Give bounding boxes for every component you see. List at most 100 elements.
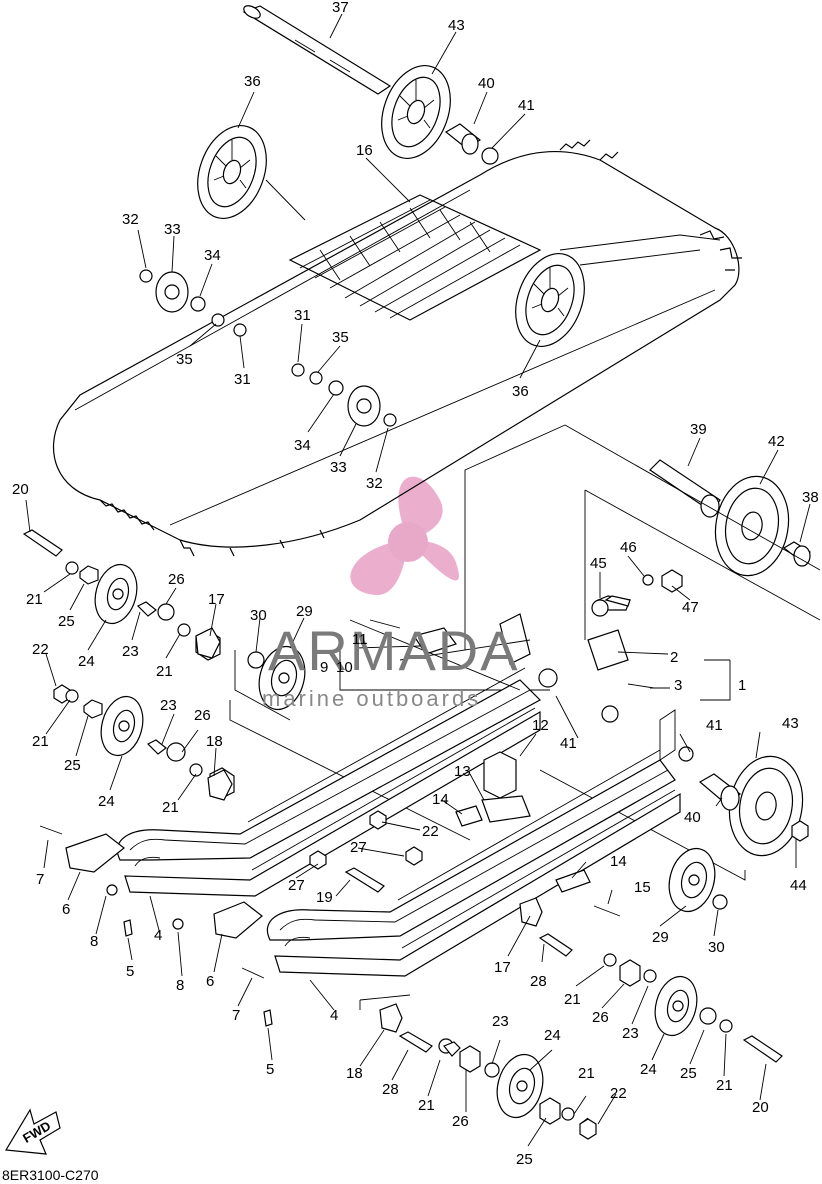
callout-7: 7 bbox=[232, 1007, 240, 1024]
pivot-bracket-12-13 bbox=[455, 751, 591, 893]
callout-22: 22 bbox=[32, 641, 49, 658]
callout-23: 23 bbox=[122, 643, 139, 660]
callout-28: 28 bbox=[382, 1081, 399, 1098]
callout-43: 43 bbox=[448, 17, 465, 34]
callout-17: 17 bbox=[494, 959, 511, 976]
watermark-brand: ARMADA bbox=[268, 619, 520, 682]
callout-24: 24 bbox=[98, 793, 115, 810]
callout-21: 21 bbox=[32, 733, 49, 750]
callout-26: 26 bbox=[452, 1113, 469, 1130]
wheel-29-right bbox=[668, 847, 716, 913]
callout-20: 20 bbox=[752, 1099, 769, 1116]
callout-34: 34 bbox=[294, 437, 311, 454]
shaft-39 bbox=[649, 459, 721, 518]
callout-18: 18 bbox=[206, 733, 223, 750]
callout-26: 26 bbox=[592, 1009, 609, 1026]
callout-4: 4 bbox=[154, 927, 162, 944]
collar-40-top bbox=[444, 123, 482, 155]
callout-19: 19 bbox=[316, 889, 333, 906]
callout-27: 27 bbox=[350, 839, 367, 856]
callout-46: 46 bbox=[620, 539, 637, 556]
callout-22: 22 bbox=[610, 1085, 627, 1102]
callout-22: 22 bbox=[422, 823, 439, 840]
slide-rail-right bbox=[266, 709, 681, 977]
callout-24: 24 bbox=[78, 653, 95, 670]
callout-30: 30 bbox=[708, 939, 725, 956]
fwd-arrow-icon: FWD bbox=[4, 1108, 61, 1155]
callout-8: 8 bbox=[90, 933, 98, 950]
callout-17: 17 bbox=[208, 591, 225, 608]
wheel-29-left bbox=[258, 645, 306, 711]
callout-35: 35 bbox=[176, 351, 193, 368]
wheel-24-mid bbox=[100, 695, 144, 757]
callout-43: 43 bbox=[782, 715, 799, 732]
callout-7: 7 bbox=[36, 871, 44, 888]
callout-41: 41 bbox=[518, 97, 535, 114]
callout-15: 15 bbox=[634, 879, 651, 896]
callout-29: 29 bbox=[652, 929, 669, 946]
callout-29: 29 bbox=[296, 603, 313, 620]
callout-20: 20 bbox=[12, 481, 29, 498]
callout-41: 41 bbox=[560, 735, 577, 752]
callout-25: 25 bbox=[64, 757, 81, 774]
callout-11: 11 bbox=[352, 631, 368, 648]
callout-27: 27 bbox=[288, 877, 305, 894]
nut-41-top bbox=[481, 147, 499, 165]
callout-21: 21 bbox=[156, 663, 173, 680]
callout-45: 45 bbox=[590, 555, 607, 572]
callout-37: 37 bbox=[332, 0, 349, 16]
watermark-logo bbox=[350, 476, 459, 596]
callout-5: 5 bbox=[266, 1061, 274, 1078]
callout-9: 9 bbox=[320, 659, 328, 676]
callout-36: 36 bbox=[512, 383, 529, 400]
callout-34: 34 bbox=[204, 247, 221, 264]
watermark-tagline: marine outboards bbox=[262, 686, 481, 711]
callout-38: 38 bbox=[802, 489, 819, 506]
callout-24: 24 bbox=[544, 1027, 561, 1044]
callout-28: 28 bbox=[530, 973, 547, 990]
callout-47: 47 bbox=[682, 599, 699, 616]
wheel-24-lower-right bbox=[654, 975, 698, 1037]
callout-44: 44 bbox=[790, 877, 807, 894]
leader-lines bbox=[25, 13, 811, 1147]
callout-6: 6 bbox=[62, 901, 70, 918]
callout-21: 21 bbox=[26, 591, 43, 608]
callout-31: 31 bbox=[234, 371, 251, 388]
callout-21: 21 bbox=[418, 1097, 435, 1114]
callout-40: 40 bbox=[684, 809, 701, 826]
callout-36: 36 bbox=[244, 73, 261, 90]
callout-32: 32 bbox=[122, 211, 139, 228]
callout-31: 31 bbox=[294, 307, 311, 324]
idler-wheel-43-top bbox=[381, 64, 451, 160]
callout-13: 13 bbox=[454, 763, 471, 780]
callout-35: 35 bbox=[332, 329, 349, 346]
callout-21: 21 bbox=[716, 1077, 733, 1094]
callout-3: 3 bbox=[674, 677, 682, 694]
callout-4: 4 bbox=[330, 1007, 338, 1024]
pivot-arms bbox=[65, 627, 543, 1057]
bolts bbox=[22, 529, 783, 1063]
idler-wheel-36-left bbox=[197, 124, 267, 220]
callout-10: 10 bbox=[336, 659, 353, 676]
callout-33: 33 bbox=[330, 459, 347, 476]
callout-labels: 37 43 40 41 36 16 32 33 34 35 31 31 35 3… bbox=[12, 0, 819, 1168]
callout-5: 5 bbox=[126, 963, 134, 980]
callout-33: 33 bbox=[164, 221, 181, 238]
callout-21: 21 bbox=[578, 1065, 595, 1082]
callout-2: 2 bbox=[670, 649, 678, 666]
callout-39: 39 bbox=[690, 421, 707, 438]
callout-16: 16 bbox=[356, 142, 373, 159]
callout-32: 32 bbox=[366, 475, 383, 492]
callout-24: 24 bbox=[640, 1061, 657, 1078]
diagram-code: 8ER3100-C270 bbox=[2, 1167, 99, 1183]
idler-wheel-42 bbox=[714, 475, 790, 577]
callout-21: 21 bbox=[564, 991, 581, 1008]
wheel-24-lower-mid bbox=[496, 1053, 544, 1119]
callout-8: 8 bbox=[176, 977, 184, 994]
callout-40: 40 bbox=[478, 75, 495, 92]
bracket-9-10-11 bbox=[349, 613, 619, 723]
idler-wheel-36-right bbox=[515, 252, 585, 348]
callout-14: 14 bbox=[432, 791, 449, 808]
